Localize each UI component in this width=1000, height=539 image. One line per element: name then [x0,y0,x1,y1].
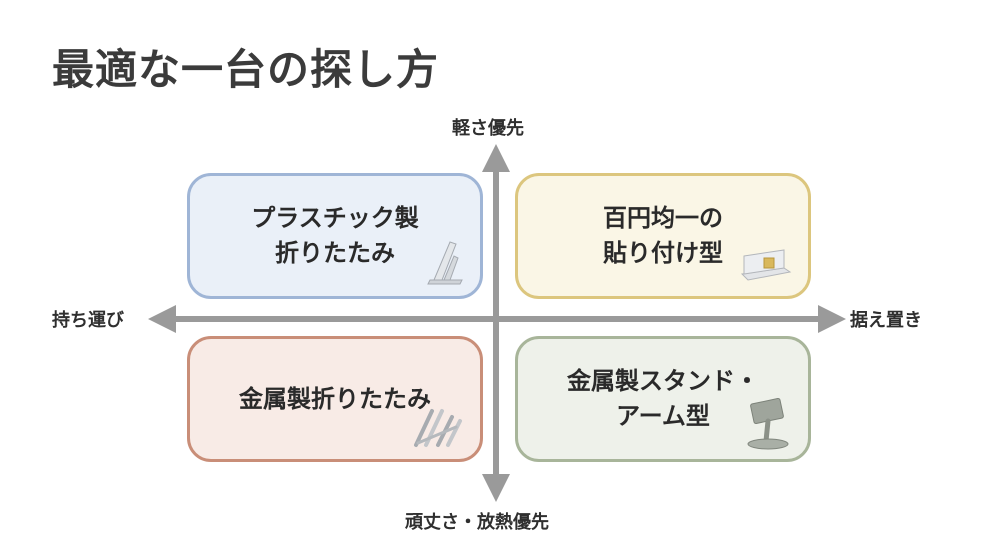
axis-label-top: 軽さ優先 [452,118,524,139]
arrow-left-icon [148,305,176,333]
stick-on-stand-icon [740,249,792,281]
page-title: 最適な一台の探し方 [52,45,440,94]
quadrant-label: プラスチック製 折りたたみ [251,201,419,271]
metal-arm-stand-icon [747,397,789,450]
axis-label-bottom: 頑丈さ・放熱優先 [405,512,549,533]
quadrant-label-line: 金属製折りたたみ [239,384,431,413]
quadrant-label-line: アーム型 [616,402,710,430]
axis-label-left: 持ち運び [52,310,124,331]
arrow-down-icon [482,474,510,502]
quadrant-label-line: プラスチック製 [251,204,419,233]
arrow-right-icon [818,305,846,333]
quadrant-label-line: 百円均一の [603,204,723,233]
quadrant-label-line: 貼り付け型 [603,239,723,267]
quadrant-metal-arm: 金属製スタンド・ アーム型 [515,336,811,462]
quadrant-label: 金属製折りたたみ [239,382,431,417]
metal-folding-stand-icon [414,409,462,447]
quadrant-label: 百円均一の 貼り付け型 [603,201,723,271]
plastic-folding-stand-icon [427,241,463,285]
quadrant-label: 金属製スタンド・ アーム型 [567,364,759,434]
quadrant-label-line: 折りたたみ [275,239,395,267]
arrow-up-icon [482,144,510,172]
axis-label-right: 据え置き [850,310,922,331]
quadrant-metal-folding: 金属製折りたたみ [187,336,483,462]
quadrant-label-line: 金属製スタンド・ [567,367,759,396]
quadrant-stick-on: 百円均一の 貼り付け型 [515,173,811,299]
quadrant-plastic-folding: プラスチック製 折りたたみ [187,173,483,299]
